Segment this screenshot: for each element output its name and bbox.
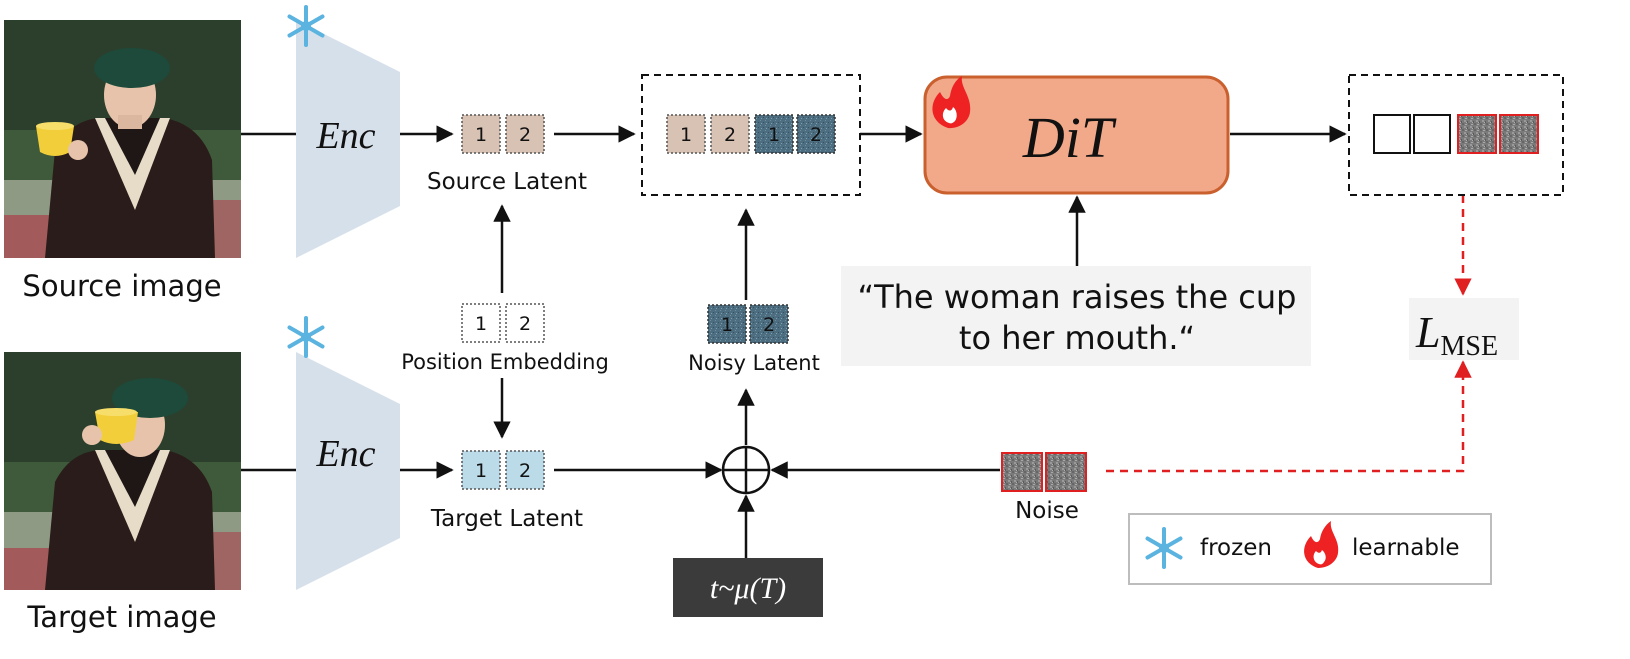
source-encoder-label: Enc [315,115,375,157]
legend-learnable-label: learnable [1352,535,1460,561]
target-encoder-snowflake-icon [287,316,325,358]
concat-token [796,114,836,154]
source-latent-label: Source Latent [427,169,587,195]
add-operator-icon [721,445,771,495]
source-latent-token-label: 2 [519,124,531,146]
concat-token [754,114,794,154]
dit-block [923,75,1230,195]
target-encoder-label: Enc [315,433,375,475]
loss-base: L [1415,308,1440,357]
target-latent-token [505,450,545,490]
position-embedding-token [505,303,545,343]
dit-label: DiT [1022,105,1117,170]
target-latent-token-label: 1 [475,460,487,482]
output-token-clean [1413,114,1451,154]
loss-subscript: MSE [1440,331,1498,362]
position-embedding-token-label: 1 [475,313,487,335]
legend-snowflake-icon [1145,527,1183,569]
noisy-latent-token [707,304,747,344]
target-encoder [296,352,400,590]
source-image-caption: Source image [22,269,221,303]
noise-to-loss-arrow [1106,360,1472,473]
noisy-latent-token [749,304,789,344]
output-token-noise [1457,114,1497,154]
concat-token-label: 1 [768,124,780,146]
target-latent-token-label: 2 [519,460,531,482]
prompt-line-2: to her mouth.“ [959,319,1195,357]
concat-token [710,114,750,154]
output-token-clean [1373,114,1411,154]
concat-token-label: 1 [680,124,692,146]
source-latent: 1 2 [461,114,545,154]
target-image-caption: Target image [26,600,216,634]
noisy-latent-label: Noisy Latent [688,351,820,375]
noise-label: Noise [1015,498,1079,524]
target-image [4,352,241,590]
source-encoder [296,20,400,258]
source-latent-token [505,114,545,154]
source-image [4,20,241,258]
legend-frozen-label: frozen [1200,535,1272,561]
position-embedding-token-label: 2 [519,313,531,335]
noisy-latent-token-label: 1 [721,314,733,336]
loss-label: LMSE [1415,308,1498,362]
position-embedding-label: Position Embedding [401,350,609,374]
target-latent: 1 2 [461,450,545,490]
prompt-line-1: “The woman raises the cup [858,278,1297,316]
position-embedding: 1 2 [461,303,545,343]
noise-token [1001,452,1043,492]
target-latent-label: Target Latent [430,506,583,532]
dit-flame-icon [932,76,971,129]
timestep-box [673,558,823,617]
legend-flame-icon [1304,521,1339,568]
concat-tokens: 1 2 1 2 [666,114,836,154]
concat-token-label: 2 [810,124,822,146]
source-latent-token-label: 1 [475,124,487,146]
noisy-latent: 1 2 [707,304,789,344]
concat-token [666,114,706,154]
loss-box [1409,298,1519,360]
timestep-label: t~μ(T) [710,572,786,605]
output-token-noise [1499,114,1539,154]
noise-token [1045,452,1087,492]
source-latent-token [461,114,501,154]
position-embedding-token [461,303,501,343]
prompt-box [841,266,1311,366]
source-encoder-snowflake-icon [287,5,325,47]
target-latent-token [461,450,501,490]
noisy-latent-token-label: 2 [763,314,775,336]
concat-tokens-box [641,74,861,196]
concat-token-label: 2 [724,124,736,146]
